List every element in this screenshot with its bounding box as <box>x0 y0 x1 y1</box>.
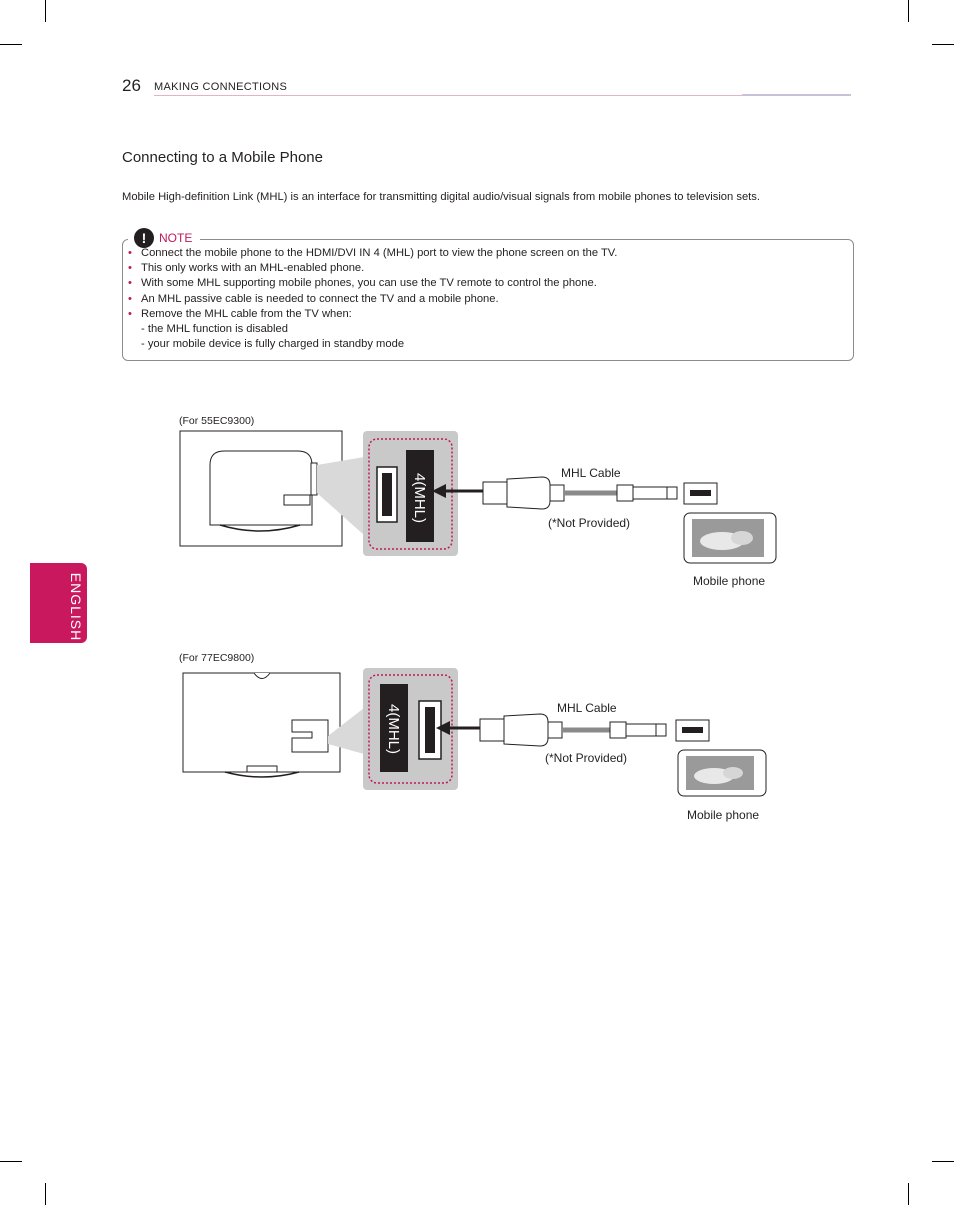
tv-rear-icon <box>179 430 343 547</box>
tv-rear-icon <box>182 672 341 778</box>
hdmi-port-panel: 4(MHL) <box>363 431 458 556</box>
model-caption: (For 77EC9800) <box>179 652 255 664</box>
note-item: This only works with an MHL-enabled phon… <box>128 261 843 276</box>
crop-mark <box>932 1161 954 1162</box>
zoom-projection <box>317 457 364 535</box>
exclamation-icon: ! <box>134 228 154 248</box>
page-number: 26 <box>122 76 141 95</box>
header-rule <box>154 95 851 96</box>
svg-text:4(MHL): 4(MHL) <box>411 473 428 523</box>
note-list: Connect the mobile phone to the HDMI/DVI… <box>128 246 843 352</box>
svg-text:4(MHL): 4(MHL) <box>385 704 402 754</box>
cable-not-provided-note: (*Not Provided) <box>545 751 628 765</box>
cable-label: MHL Cable <box>557 701 617 715</box>
note-label: NOTE <box>159 231 193 245</box>
device-label: Mobile phone <box>693 574 766 588</box>
cable-not-provided-note: (*Not Provided) <box>548 516 631 530</box>
hdmi-port-panel: 4(MHL) <box>363 668 458 790</box>
note-item: With some MHL supporting mobile phones, … <box>128 276 843 291</box>
note-item: Connect the mobile phone to the HDMI/DVI… <box>128 246 843 261</box>
crop-mark <box>908 1183 909 1205</box>
page-title: Connecting to a Mobile Phone <box>122 149 323 166</box>
connection-diagram-77ec9800: 4(MHL) <box>182 668 767 797</box>
crop-mark <box>0 44 22 45</box>
crop-mark <box>908 0 909 22</box>
note-item: An MHL passive cable is needed to connec… <box>128 292 843 307</box>
crop-mark <box>45 1183 46 1205</box>
section-title: MAKING CONNECTIONS <box>154 81 288 93</box>
model-caption: (For 55EC9300) <box>179 415 255 427</box>
mhl-cable-icon <box>479 713 667 747</box>
device-label: Mobile phone <box>687 808 760 822</box>
connection-diagram-55ec9300: 4(MHL) <box>179 430 777 564</box>
language-tab <box>30 563 87 643</box>
mobile-phone-icon <box>677 749 767 797</box>
crop-mark <box>932 44 954 45</box>
crop-mark <box>0 1161 22 1162</box>
note-sub-item: - your mobile device is fully charged in… <box>141 338 405 351</box>
header-rule-accent <box>742 94 851 96</box>
zoom-projection <box>328 708 364 754</box>
crop-mark <box>45 0 46 22</box>
intro-paragraph: Mobile High-definition Link (MHL) is an … <box>122 191 760 203</box>
mhl-cable-icon <box>482 476 678 510</box>
language-tab-label: ENGLISH <box>68 572 84 642</box>
note-sub-item: - the MHL function is disabled <box>141 323 288 336</box>
mobile-phone-icon <box>683 512 777 564</box>
cable-label: MHL Cable <box>561 466 621 480</box>
note-item: Remove the MHL cable from the TV when: <box>128 307 843 322</box>
